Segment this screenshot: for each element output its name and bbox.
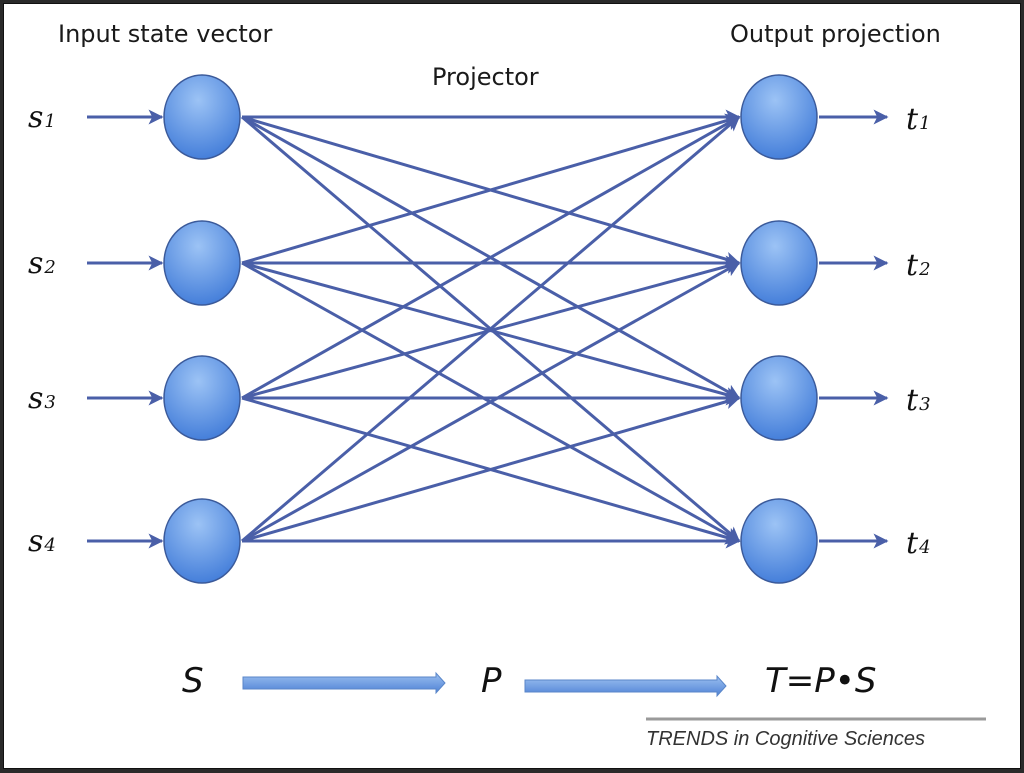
input-node-3	[163, 355, 241, 441]
projector-header: Projector	[432, 63, 539, 91]
connection-lines	[241, 109, 741, 549]
input-node-4	[163, 498, 241, 584]
output-label-1: t1	[906, 102, 931, 137]
input-label-4: s4	[28, 524, 56, 559]
input-label-2: s2	[28, 246, 56, 281]
input-node-1	[163, 74, 241, 160]
connection-s3-t1	[241, 115, 741, 400]
input-header: Input state vector	[58, 20, 272, 48]
flow-arrow-2	[524, 674, 727, 698]
output-node-2	[740, 220, 818, 306]
equation-s: S	[182, 661, 204, 701]
io-arrows	[87, 109, 889, 549]
nodes	[163, 74, 818, 584]
connection-s2-t1	[241, 113, 741, 265]
output-label-4: t4	[906, 526, 931, 561]
connection-s4-t3	[241, 394, 741, 543]
output-node-3	[740, 355, 818, 441]
output-label-2: t2	[906, 248, 931, 283]
output-node-4	[740, 498, 818, 584]
input-label-1: s1	[28, 100, 56, 135]
credit-text: TRENDS in Cognitive Sciences	[646, 728, 925, 750]
flow-arrow-1	[242, 671, 446, 695]
equation-p: P	[481, 661, 502, 701]
input-label-3: s3	[28, 381, 56, 416]
connection-s4-t2	[241, 261, 741, 543]
input-node-2	[163, 220, 241, 306]
output-label-3: t3	[906, 383, 931, 418]
output-node-1	[740, 74, 818, 160]
equation-t: T=P•S	[765, 661, 876, 701]
node-labels: s1 s2 s3 s4 t1 t2 t3 t4	[28, 100, 931, 561]
connection-s4-t1	[241, 115, 741, 543]
output-header: Output projection	[730, 20, 941, 48]
